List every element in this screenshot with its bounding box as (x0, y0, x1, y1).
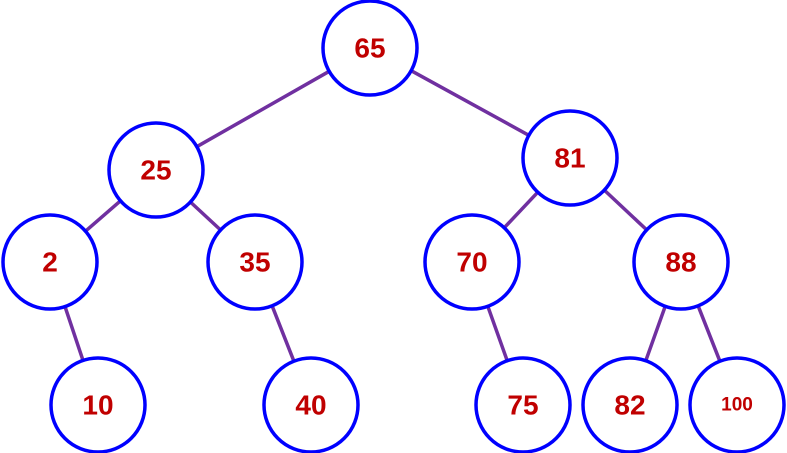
tree-node-label: 88 (665, 247, 696, 278)
tree-node-label: 35 (239, 247, 270, 278)
tree-node-label: 70 (456, 247, 487, 278)
tree-node-100: 100 (688, 356, 786, 453)
tree-edge-81-70 (502, 190, 540, 230)
tree-edge-81-88 (602, 188, 649, 232)
tree-node-82: 82 (581, 356, 679, 453)
tree-node-label: 82 (614, 390, 645, 421)
tree-node-circle (521, 109, 619, 207)
tree-node-35: 35 (206, 213, 304, 311)
tree-edge-70-75 (486, 304, 509, 363)
tree-node-circle (107, 121, 205, 219)
tree-edge-25-35 (188, 200, 223, 232)
tree-edge-65-81 (409, 68, 531, 138)
tree-node-label: 40 (295, 390, 326, 421)
tree-node-circle (262, 356, 360, 453)
tree-node-10: 10 (49, 356, 147, 453)
tree-edge-88-100 (696, 304, 722, 363)
tree-node-40: 40 (262, 356, 360, 453)
tree-node-25: 25 (107, 121, 205, 219)
tree-node-label: 25 (140, 155, 171, 186)
tree-node-70: 70 (423, 213, 521, 311)
tree-node-label: 10 (82, 390, 113, 421)
tree-node-2: 2 (1, 213, 99, 311)
tree-node-circle (474, 356, 572, 453)
tree-node-circle (49, 356, 147, 453)
tree-node-circle (423, 213, 521, 311)
tree-node-circle (206, 213, 304, 311)
tree-node-circle (688, 356, 786, 453)
tree-edge-2-10 (63, 304, 85, 363)
tree-node-label: 100 (721, 395, 753, 416)
tree-node-81: 81 (521, 109, 619, 207)
tree-node-circle (321, 0, 419, 97)
tree-edge-35-40 (270, 304, 296, 363)
tree-node-label: 81 (554, 143, 585, 174)
tree-node-label: 65 (354, 33, 385, 64)
tree-edge-88-82 (644, 304, 667, 363)
tree-node-circle (632, 213, 730, 311)
tree-node-label: 2 (42, 247, 58, 278)
tree-node-circle (1, 213, 99, 311)
tree-node-88: 88 (632, 213, 730, 311)
tree-node-label: 75 (507, 390, 538, 421)
tree-node-75: 75 (474, 356, 572, 453)
tree-node-65: 65 (321, 0, 419, 97)
tree-edge-25-2 (83, 199, 123, 233)
tree-edge-65-25 (195, 69, 331, 149)
tree-edges (63, 68, 722, 363)
tree-node-circle (581, 356, 679, 453)
